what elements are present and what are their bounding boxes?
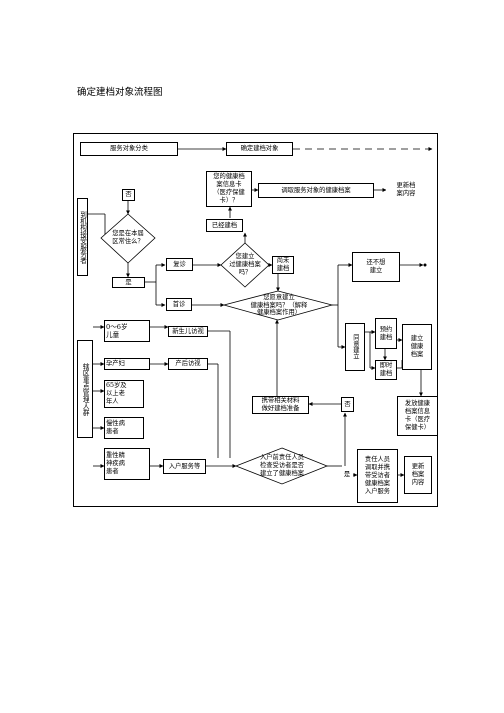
yes-box: 是 xyxy=(112,277,145,288)
update-record-bottom: 更新 档案 内容 xyxy=(404,456,432,494)
no-box-top: 否 xyxy=(122,189,135,201)
home-question: 入户前责任人员 检查受访者是否 建立了健康档案 xyxy=(259,454,305,477)
page-title: 确定建档对象流程图 xyxy=(77,87,163,98)
first-visit-box: 首诊 xyxy=(166,298,192,311)
mental-box: 重性精 神疾病 患者 xyxy=(104,448,150,480)
flowchart-frame xyxy=(73,133,438,507)
diamond-want xyxy=(222,290,334,321)
update-record-top: 更新档 案内容 xyxy=(386,177,426,203)
no-box-mid: 否 xyxy=(341,397,354,412)
registered-group: 到机构接受服务者 xyxy=(77,198,88,276)
newborn-visit-box: 新生儿访视 xyxy=(168,326,208,337)
resident-question: 您是在本届 区常住么？ xyxy=(112,230,144,245)
staff-fetch-box: 责任人员 调取并携 带受访者 健康档案 入户服务 xyxy=(357,449,398,503)
pregnant-box: 孕产妇 xyxy=(104,358,150,370)
header-determine-object: 确定建档对象 xyxy=(226,142,293,156)
agree-box: 同意建立 xyxy=(345,323,365,371)
bring-material-box: 携带相关材料 做好建档准备 xyxy=(252,396,309,414)
yes-box-bottom: 是 xyxy=(341,469,353,481)
diamond-resident xyxy=(100,213,156,264)
chronic-box: 慢性病 患者 xyxy=(104,417,144,439)
health-card-box: 您的健康档 案信息卡 （医疗保健 卡）？ xyxy=(206,171,252,207)
built-question: 您建立 过健康档案 吗？ xyxy=(229,253,261,276)
fetch-record-box: 调取服务对象的健康档案 xyxy=(258,183,374,198)
instant-box: 即时 建档 xyxy=(375,360,397,380)
already-built-box: 已经建档 xyxy=(206,219,243,232)
no-want-box: 还不想 建立 xyxy=(352,252,400,282)
issue-card-box: 发放健康 档案信息 卡（医疗 保健卡） xyxy=(397,396,438,436)
elder-box: 65岁及 以上老 年人 xyxy=(104,380,144,408)
postpartum-visit-box: 产后访视 xyxy=(168,358,208,370)
not-built-box: 尚未 建档 xyxy=(272,256,294,274)
revisit-box: 复诊 xyxy=(166,258,193,271)
diamond-built xyxy=(220,242,270,288)
district-group: 辖区重点管理人群 xyxy=(77,340,93,438)
want-question: 您愿意建立 健康档案吗？（解释 健康档案作用） xyxy=(250,293,308,317)
header-service-classify: 服务对象分类 xyxy=(80,142,178,156)
diamond-home xyxy=(234,447,329,485)
child-box: 0～6岁 儿童 xyxy=(104,320,150,342)
booked-box: 预约 建档 xyxy=(375,318,397,349)
home-service-box: 入户服务等 xyxy=(163,459,206,474)
build-record-box: 建立 健康 档案 xyxy=(402,324,432,370)
